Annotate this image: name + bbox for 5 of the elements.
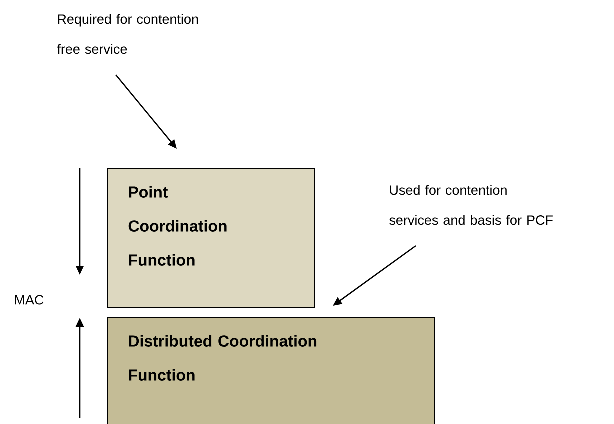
function-box: Point Coordination Function bbox=[107, 168, 316, 308]
layer-label: MAC bbox=[15, 295, 44, 305]
function-box: Distributed Coordination Function bbox=[107, 317, 436, 424]
annotation-text: Used for contention services and basis for PCF bbox=[390, 185, 553, 226]
annotation-text: Required for contention free service bbox=[57, 14, 198, 54]
